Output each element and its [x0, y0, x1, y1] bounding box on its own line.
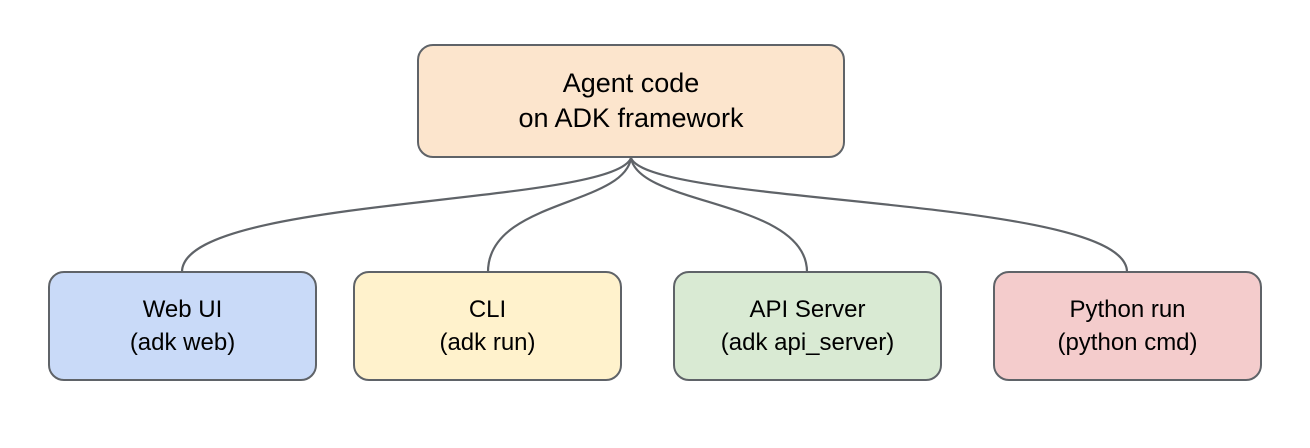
node-api-server-title: API Server	[749, 296, 866, 323]
node-python-run-title: Python run	[1069, 296, 1186, 323]
node-web-ui-title: Web UI	[142, 296, 223, 323]
node-api-server-subtitle: (adk api_server)	[720, 329, 895, 356]
node-python-run-subtitle: (python cmd)	[1057, 329, 1198, 356]
connector-root-to-web-ui	[180, 156, 633, 274]
node-cli: CLI (adk run)	[353, 271, 622, 381]
node-web-ui-subtitle: (adk web)	[129, 329, 236, 356]
connector-root-to-python-run	[629, 156, 1129, 274]
node-agent-code: Agent code on ADK framework	[417, 44, 845, 158]
node-api-server: API Server (adk api_server)	[673, 271, 942, 381]
node-cli-subtitle: (adk run)	[439, 329, 536, 356]
connector-root-to-api-server	[629, 156, 809, 274]
node-agent-code-line1: Agent code	[562, 68, 700, 98]
node-web-ui: Web UI (adk web)	[48, 271, 317, 381]
node-python-run: Python run (python cmd)	[993, 271, 1262, 381]
node-cli-title: CLI	[468, 296, 507, 323]
node-agent-code-line2: on ADK framework	[518, 103, 744, 133]
connector-root-to-cli	[486, 156, 633, 274]
